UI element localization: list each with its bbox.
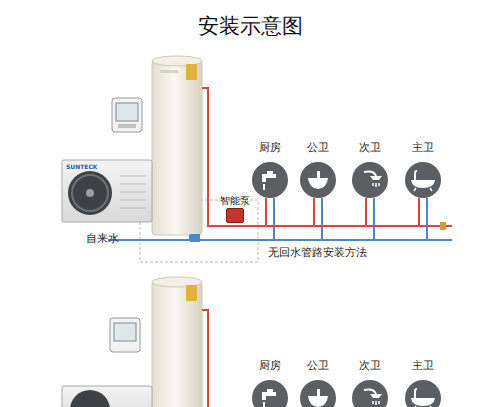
cold-pipe	[108, 198, 452, 240]
fixture-icon	[300, 162, 336, 198]
node-label: 次卫	[359, 358, 381, 373]
fixture-icon	[405, 380, 441, 407]
fixture-circle: 公卫	[300, 162, 336, 198]
fixture-icon	[352, 380, 388, 407]
node-label: 智能泵	[220, 194, 250, 208]
fixture-circle: 次卫	[352, 380, 388, 407]
hot-pipe	[202, 310, 208, 407]
fixture-icon	[405, 162, 441, 198]
fixture-icon	[252, 380, 288, 407]
controller-panel	[110, 318, 140, 352]
fixture-icon	[352, 162, 388, 198]
node-label: 公卫	[307, 140, 329, 155]
outdoor-unit	[62, 386, 152, 407]
pipe-connector	[266, 198, 314, 226]
pipe-connector	[314, 198, 366, 226]
note-label: 自来水	[86, 231, 119, 246]
smart-pump: 智能泵	[226, 208, 244, 223]
node-label: 厨房	[259, 140, 281, 155]
fixture-circle: 厨房	[252, 162, 288, 198]
fixture-icon	[252, 162, 288, 198]
inlet-valve	[190, 234, 200, 242]
hot-pipe	[202, 88, 266, 226]
fixture-icon	[300, 380, 336, 407]
water-tank	[152, 277, 202, 407]
fixture-circle: 主卫	[405, 162, 441, 198]
fixture-circle: 次卫	[352, 162, 388, 198]
note-label: 无回水管路安装方法	[268, 245, 367, 260]
diagram-title: 安装示意图	[0, 12, 500, 40]
node-label: 公卫	[307, 358, 329, 373]
fixture-circle: 主卫	[405, 380, 441, 407]
fixture-circle: 厨房	[252, 380, 288, 407]
node-label: 主卫	[412, 358, 434, 373]
fixture-circle: 公卫	[300, 380, 336, 407]
controller-panel	[112, 98, 142, 132]
hot-pipe-end	[419, 225, 452, 227]
outdoor-unit	[62, 160, 152, 222]
node-label: 主卫	[412, 140, 434, 155]
pipe-fitting	[440, 222, 446, 230]
water-tank	[152, 56, 202, 235]
node-label: 厨房	[259, 358, 281, 373]
pipe-connector	[366, 198, 419, 226]
node-label: 次卫	[359, 140, 381, 155]
brand-mark: SUNTECK	[66, 163, 97, 170]
